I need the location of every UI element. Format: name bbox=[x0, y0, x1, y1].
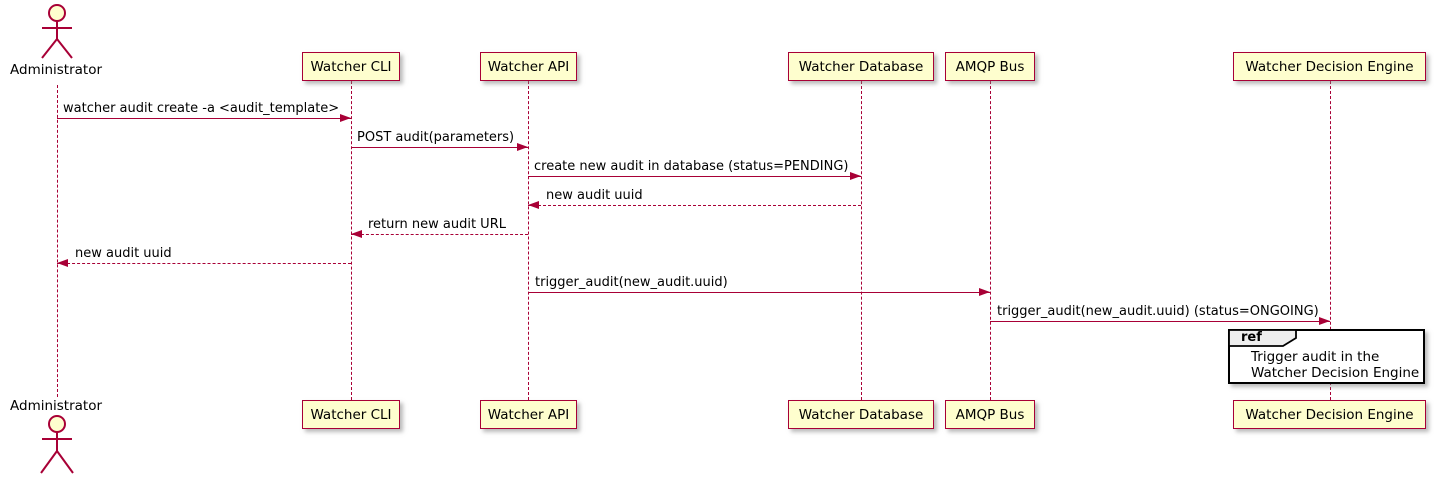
participant-label: Watcher API bbox=[487, 58, 570, 75]
lifeline-amqp-bus bbox=[990, 81, 991, 400]
message-line bbox=[528, 292, 990, 293]
message-text: new audit uuid bbox=[546, 188, 643, 203]
ref-header-icon bbox=[1228, 329, 1297, 347]
participant-label: Watcher Decision Engine bbox=[1245, 58, 1414, 75]
arrowhead-icon bbox=[1319, 317, 1330, 325]
arrowhead-icon bbox=[351, 230, 362, 238]
participant-watcher-database-bottom: Watcher Database bbox=[788, 400, 934, 429]
participant-label: Watcher Database bbox=[798, 406, 924, 423]
ref-fragment: ref Trigger audit in the Watcher Decisio… bbox=[1228, 329, 1425, 384]
participant-watcher-api-top: Watcher API bbox=[480, 52, 577, 81]
message-text: watcher audit create -a <audit_template> bbox=[63, 101, 340, 116]
message-text: POST audit(parameters) bbox=[357, 130, 515, 145]
lifeline-watcher-database bbox=[861, 81, 862, 400]
lifeline-administrator bbox=[57, 85, 58, 397]
participant-watcher-decision-engine-top: Watcher Decision Engine bbox=[1233, 52, 1426, 81]
participant-label: AMQP Bus bbox=[955, 58, 1025, 75]
participant-watcher-api-bottom: Watcher API bbox=[480, 400, 577, 429]
participant-amqp-bus-bottom: AMQP Bus bbox=[945, 400, 1035, 429]
ref-text-line: Watcher Decision Engine bbox=[1251, 365, 1420, 381]
participant-label: Watcher CLI bbox=[310, 58, 392, 75]
ref-keyword: ref bbox=[1241, 330, 1262, 345]
message-line bbox=[351, 147, 528, 148]
participant-label: AMQP Bus bbox=[955, 406, 1025, 423]
message-line bbox=[57, 263, 351, 264]
message-text: trigger_audit(new_audit.uuid) bbox=[535, 275, 728, 290]
lifeline-watcher-api bbox=[528, 81, 529, 400]
participant-label: Watcher API bbox=[487, 406, 570, 423]
participant-watcher-decision-engine-bottom: Watcher Decision Engine bbox=[1233, 400, 1426, 429]
participant-watcher-cli-top: Watcher CLI bbox=[302, 52, 400, 81]
message-text: trigger_audit(new_audit.uuid) (status=ON… bbox=[997, 304, 1319, 319]
participant-label: Watcher Database bbox=[798, 58, 924, 75]
ref-text-line: Trigger audit in the bbox=[1251, 349, 1380, 365]
participant-watcher-database-top: Watcher Database bbox=[788, 52, 934, 81]
message-line bbox=[351, 234, 528, 235]
message-line bbox=[57, 118, 351, 119]
arrowhead-icon bbox=[517, 143, 528, 151]
arrowhead-icon bbox=[340, 114, 351, 122]
actor-icon bbox=[40, 415, 74, 474]
message-line bbox=[528, 176, 861, 177]
actor-icon bbox=[41, 4, 73, 59]
lifeline-watcher-cli bbox=[351, 81, 352, 400]
arrowhead-icon bbox=[979, 288, 990, 296]
arrowhead-icon bbox=[57, 259, 68, 267]
lifeline-watcher-decision-engine bbox=[1330, 81, 1331, 400]
actor-label-top: Administrator bbox=[10, 62, 103, 78]
message-line bbox=[528, 205, 861, 206]
participant-label: Watcher CLI bbox=[310, 406, 392, 423]
arrowhead-icon bbox=[528, 201, 539, 209]
participant-watcher-cli-bottom: Watcher CLI bbox=[302, 400, 400, 429]
message-line bbox=[990, 321, 1330, 322]
message-text: return new audit URL bbox=[368, 217, 506, 232]
message-text: create new audit in database (status=PEN… bbox=[534, 159, 849, 174]
arrowhead-icon bbox=[850, 172, 861, 180]
actor-label-bottom: Administrator bbox=[10, 398, 103, 414]
message-text: new audit uuid bbox=[75, 246, 172, 261]
participant-label: Watcher Decision Engine bbox=[1245, 406, 1414, 423]
participant-amqp-bus-top: AMQP Bus bbox=[945, 52, 1035, 81]
